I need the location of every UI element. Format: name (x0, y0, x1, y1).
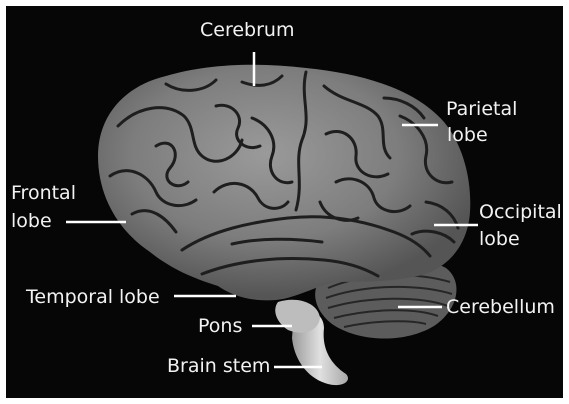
label-occipital-line2: lobe (479, 228, 520, 250)
label-cerebrum: Cerebrum (200, 19, 294, 41)
label-parietal-line2: lobe (447, 124, 488, 146)
label-temporal: Temporal lobe (26, 286, 160, 308)
label-cerebellum: Cerebellum (446, 296, 555, 318)
label-pons: Pons (198, 315, 242, 337)
label-brain-stem: Brain stem (167, 355, 270, 377)
label-frontal-line2: lobe (11, 210, 52, 232)
label-frontal-line1: Frontal (11, 182, 76, 204)
pons-shape (275, 300, 320, 333)
label-parietal-line1: Parietal (446, 98, 517, 120)
label-occipital-line1: Occipital (479, 201, 562, 223)
brain-diagram: Cerebrum Parietal lobe Frontal lobe Occi… (6, 6, 563, 398)
